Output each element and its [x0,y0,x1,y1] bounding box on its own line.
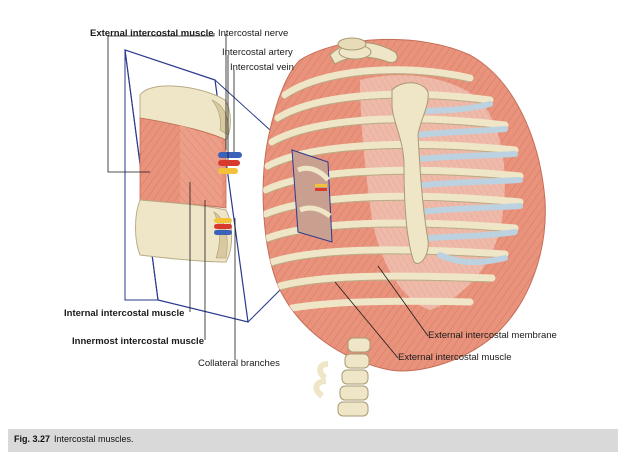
thorax-window-cutout [291,149,333,243]
inset-neurovascular-bundle [218,152,242,174]
inset-lower-rib [135,199,233,263]
thorax [262,37,546,417]
label-external-intercostal-membrane: External intercostal membrane [428,330,557,341]
label-intercostal-artery: Intercostal artery [222,47,293,58]
figure-caption-text: Intercostal muscles. [54,434,134,444]
costal-cartilages [397,101,523,266]
sternum [391,82,429,264]
label-internal-intercostal-muscle: Internal intercostal muscle [64,308,185,319]
label-innermost-intercostal-muscle: Innermost intercostal muscle [72,336,204,347]
ribs [263,66,524,312]
figure-number: Fig. 3.27 [14,434,51,444]
label-intercostal-nerve: Intercostal nerve [218,28,289,39]
label-external-intercostal-muscle: External intercostal muscle [398,352,512,363]
vertebral-column-top [337,37,372,60]
leader-lines [107,33,429,360]
vertebral-column-bottom [313,337,371,417]
label-intercostal-vein: Intercostal vein [230,62,294,73]
label-external-intercostal-muscle-inset: External intercostal muscle [90,28,214,39]
label-collateral-branches: Collateral branches [198,358,280,369]
inset-collateral-bundle [214,218,232,235]
intercostal-muscles-illustration [107,33,546,417]
inset-panel [124,49,249,323]
